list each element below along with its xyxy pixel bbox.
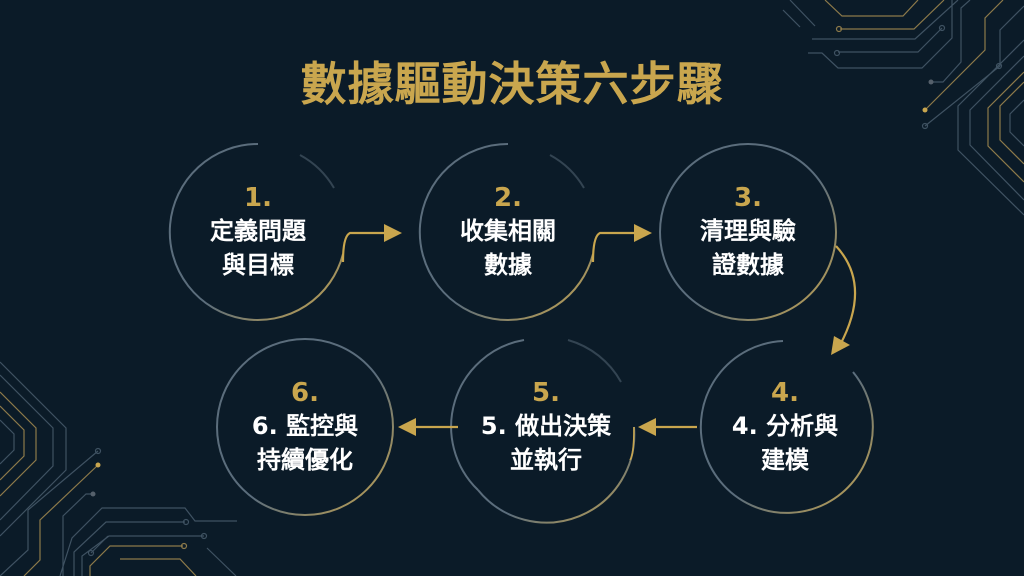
page-title: 數據驅動決策六步驟	[300, 57, 724, 111]
ring-step-6	[216, 338, 394, 516]
step-number: 6.	[291, 378, 319, 408]
arrow-3-to-4	[835, 245, 857, 346]
arrow-2-to-3	[591, 231, 638, 263]
step-number: 1.	[244, 183, 272, 213]
circuit-decoration-bottom-left	[0, 361, 237, 576]
ring-step-4	[699, 340, 874, 514]
step-2: 2. 收集相關 數據	[420, 144, 596, 320]
arrow-1-to-2	[341, 231, 388, 263]
step-label: 6. 監控與 持續優化	[251, 412, 359, 474]
step-3: 3. 清理與驗 證數據	[660, 144, 836, 320]
step-label: 5. 做出決策 並執行	[480, 412, 612, 474]
step-label: 4. 分析與 建模	[731, 412, 839, 474]
step-number: 3.	[734, 183, 762, 213]
flow-arrows	[341, 224, 857, 461]
ring-step-2	[418, 142, 594, 321]
step-1: 1. 定義問題 與目標	[170, 144, 346, 320]
ring-step-1	[168, 142, 344, 321]
ring-step-3	[659, 143, 837, 321]
circuit-decoration-top-right	[782, 0, 1024, 216]
step-6: 6. 6. 監控與 持續優化	[217, 339, 393, 515]
step-label: 清理與驗 證數據	[700, 217, 796, 279]
step-number: 5.	[532, 378, 560, 408]
step-5: 5. 5. 做出決策 並執行	[458, 339, 634, 515]
step-label: 定義問題 與目標	[210, 217, 306, 279]
step-number: 4.	[771, 378, 799, 408]
step-label: 收集相關 數據	[460, 217, 556, 279]
step-number: 2.	[494, 183, 522, 213]
step-4: 4. 4. 分析與 建模	[697, 339, 873, 515]
step-rings	[168, 142, 874, 524]
ring-step-5	[450, 339, 525, 491]
